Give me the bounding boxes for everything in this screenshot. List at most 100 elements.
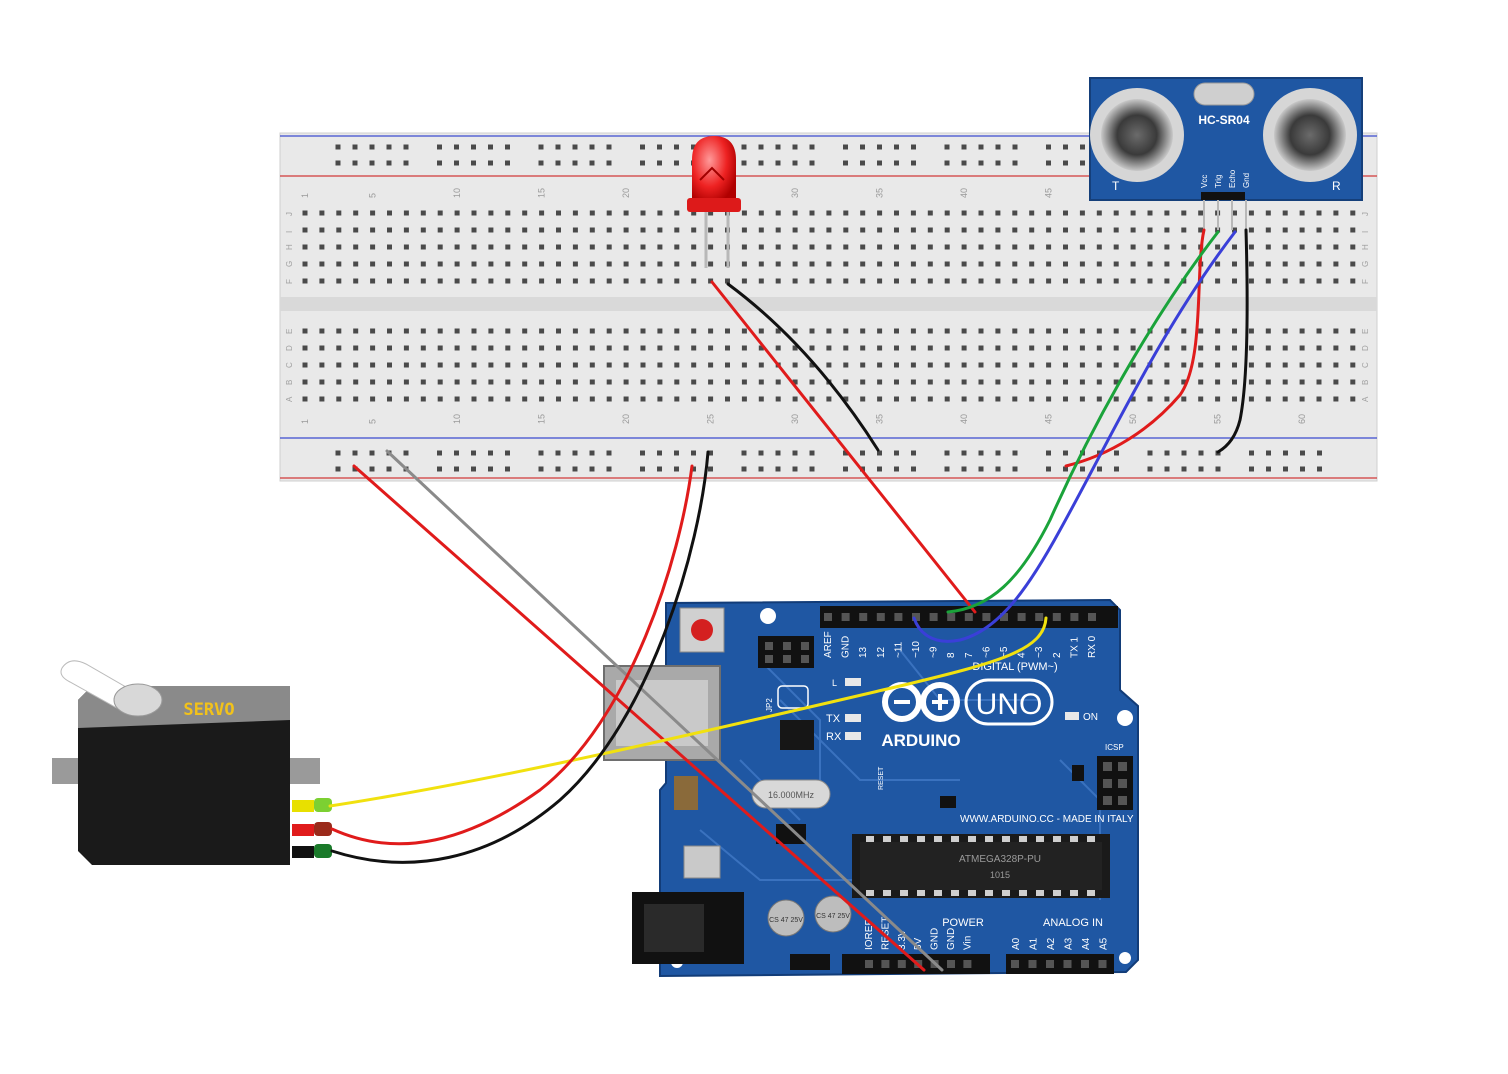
breadboard-hole: [370, 227, 376, 233]
icsp-label: ICSP: [1105, 743, 1124, 752]
breadboard-hole: [775, 379, 781, 385]
power-pin-hole[interactable]: [865, 960, 873, 968]
breadboard-hole: [471, 396, 477, 402]
wire-rail-to-gnd[interactable]: [385, 449, 944, 972]
breadboard-hole: [1282, 396, 1288, 402]
wire-servo-power[interactable]: [330, 464, 694, 846]
digital-pin-hole[interactable]: [1035, 613, 1044, 621]
digital-pin-hole[interactable]: [964, 613, 973, 621]
digital-pin-hole[interactable]: [824, 613, 832, 621]
rail-hole: [352, 466, 358, 472]
analog-pin-hole[interactable]: [1046, 960, 1054, 968]
breadboard-hole: [1063, 244, 1068, 250]
breadboard-hole: [657, 396, 663, 402]
rail-hole: [538, 450, 544, 456]
power-pin-hole[interactable]: [947, 960, 955, 968]
wire-servo-signal[interactable]: [328, 616, 1048, 808]
reset-button[interactable]: [691, 619, 713, 641]
breadboard-hole: [522, 379, 528, 385]
digital-pin-label: 2: [1052, 652, 1063, 658]
breadboard-hole: [302, 345, 308, 351]
digital-pin-hole[interactable]: [876, 613, 885, 621]
servo-power-lead: [292, 824, 314, 836]
analog-pin-hole[interactable]: [1011, 960, 1019, 968]
capacitor-left: [767, 899, 805, 937]
servo-signal-lead: [292, 800, 314, 812]
breadboard-hole: [758, 379, 764, 385]
breadboard-hole: [674, 244, 680, 250]
digital-pin-hole[interactable]: [1088, 613, 1096, 621]
analog-pin-hole[interactable]: [1063, 960, 1072, 968]
analog-pin-hole[interactable]: [1098, 960, 1107, 968]
power-pin-hole[interactable]: [897, 960, 906, 968]
breadboard-hole: [454, 345, 460, 351]
digital-pin-hole[interactable]: [859, 613, 868, 621]
wire-sensor-gnd[interactable]: [1216, 228, 1249, 454]
breadboard-hole: [522, 244, 528, 250]
breadboard-hole: [471, 261, 477, 267]
breadboard-hole: [944, 278, 950, 284]
breadboard-hole: [1198, 362, 1204, 368]
digital-pin-hole[interactable]: [894, 613, 903, 621]
breadboard-hole: [657, 379, 663, 385]
servo-motor[interactable]: SERVO: [52, 660, 332, 865]
breadboard-hole: [437, 227, 443, 233]
breadboard-hole: [606, 227, 612, 233]
breadboard-hole: [640, 244, 646, 250]
digital-pin-hole[interactable]: [1017, 613, 1026, 621]
breadboard-hole: [1164, 379, 1170, 385]
analog-pin-hole[interactable]: [1028, 960, 1037, 968]
breadboard-hole: [606, 345, 612, 351]
breadboard-row-letter: C: [1361, 362, 1370, 368]
breadboard-hole: [826, 261, 832, 267]
wire-servo-ground[interactable]: [330, 450, 710, 864]
wire-sensor-vcc[interactable]: [1064, 228, 1206, 468]
wire-rail-to-5v[interactable]: [352, 464, 926, 972]
analog-pin-hole[interactable]: [1081, 960, 1089, 968]
breadboard-hole: [758, 396, 764, 402]
rail-hole: [995, 160, 1001, 166]
breadboard-hole: [589, 278, 595, 284]
breadboard-hole: [488, 328, 494, 334]
breadboard-hole: [353, 261, 359, 267]
breadboard-row-letter: F: [285, 279, 294, 284]
wire-sensor-trig[interactable]: [946, 230, 1220, 614]
digital-pin-hole[interactable]: [1070, 613, 1079, 621]
breadboard-hole: [1046, 278, 1052, 284]
breadboard-hole: [623, 345, 629, 351]
breadboard-hole: [1316, 396, 1322, 402]
digital-pin-hole[interactable]: [912, 613, 920, 621]
analog-pin-label: A3: [1064, 937, 1075, 950]
breadboard-hole: [505, 328, 511, 334]
red-led[interactable]: [687, 136, 741, 268]
breadboard-hole: [1130, 278, 1136, 284]
wire-sensor-echo[interactable]: [912, 230, 1237, 643]
wire-led-to-pin7[interactable]: [710, 280, 977, 614]
power-pin-hole[interactable]: [963, 960, 972, 968]
digital-pin-hole[interactable]: [929, 613, 938, 621]
digital-pin-hole[interactable]: [841, 613, 850, 621]
breadboard-hole: [353, 210, 359, 216]
breadboard-hole: [623, 278, 629, 284]
power-pin-hole[interactable]: [881, 960, 890, 968]
digital-pin-hole[interactable]: [1052, 613, 1061, 621]
breadboard-hole: [454, 362, 460, 368]
wire-led-ground[interactable]: [726, 282, 880, 452]
breadboard-hole: [1282, 261, 1288, 267]
breadboard-hole: [589, 227, 595, 233]
digital-pin-hole[interactable]: [947, 613, 956, 621]
breadboard-hole: [775, 261, 781, 267]
breadboard-hole: [758, 362, 764, 368]
breadboard-hole: [1350, 362, 1356, 368]
breadboard-hole: [1299, 345, 1305, 351]
breadboard-hole: [1012, 244, 1018, 250]
breadboard-hole: [522, 362, 528, 368]
digital-pin-hole[interactable]: [982, 613, 991, 621]
rail-hole: [1215, 466, 1221, 472]
breadboard-hole: [1046, 362, 1052, 368]
ultrasonic-sensor[interactable]: HC-SR04 T R Vcc Trig Echo Gnd: [1089, 77, 1363, 230]
digital-pin-hole[interactable]: [1000, 613, 1008, 621]
breadboard-hole: [860, 227, 866, 233]
breadboard-hole: [623, 396, 629, 402]
